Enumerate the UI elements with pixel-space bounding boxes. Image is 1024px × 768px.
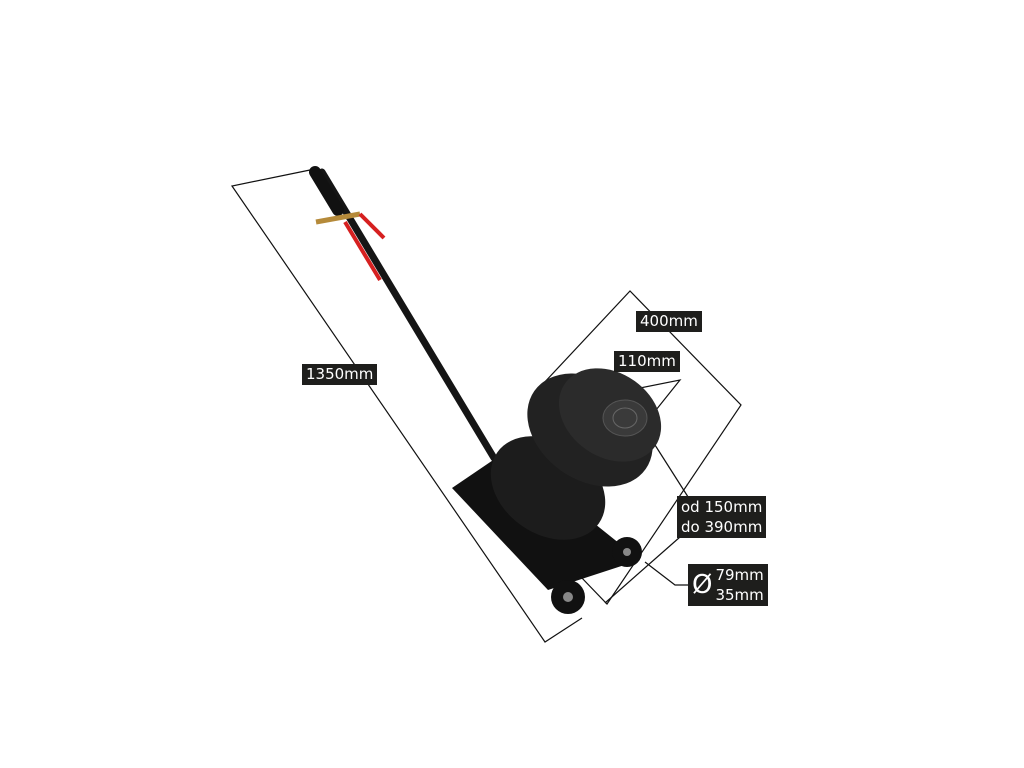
air-jack	[309, 166, 662, 614]
wheel-width: 35mm	[715, 586, 764, 604]
height-min: od 150mm	[681, 498, 763, 516]
wheel-size-label: Ø 79mm 35mm	[688, 564, 768, 606]
height-range-label: od 150mm do 390mm	[677, 496, 767, 538]
height-max: do 390mm	[681, 518, 763, 536]
diameter-symbol: Ø	[692, 570, 713, 600]
dimension-lines	[230, 169, 742, 643]
width-label: 400mm	[636, 311, 702, 332]
wheel-diameter: 79mm	[715, 566, 764, 584]
pad-diameter-label: 110mm	[614, 351, 680, 372]
length-label: 1350mm	[302, 364, 378, 385]
